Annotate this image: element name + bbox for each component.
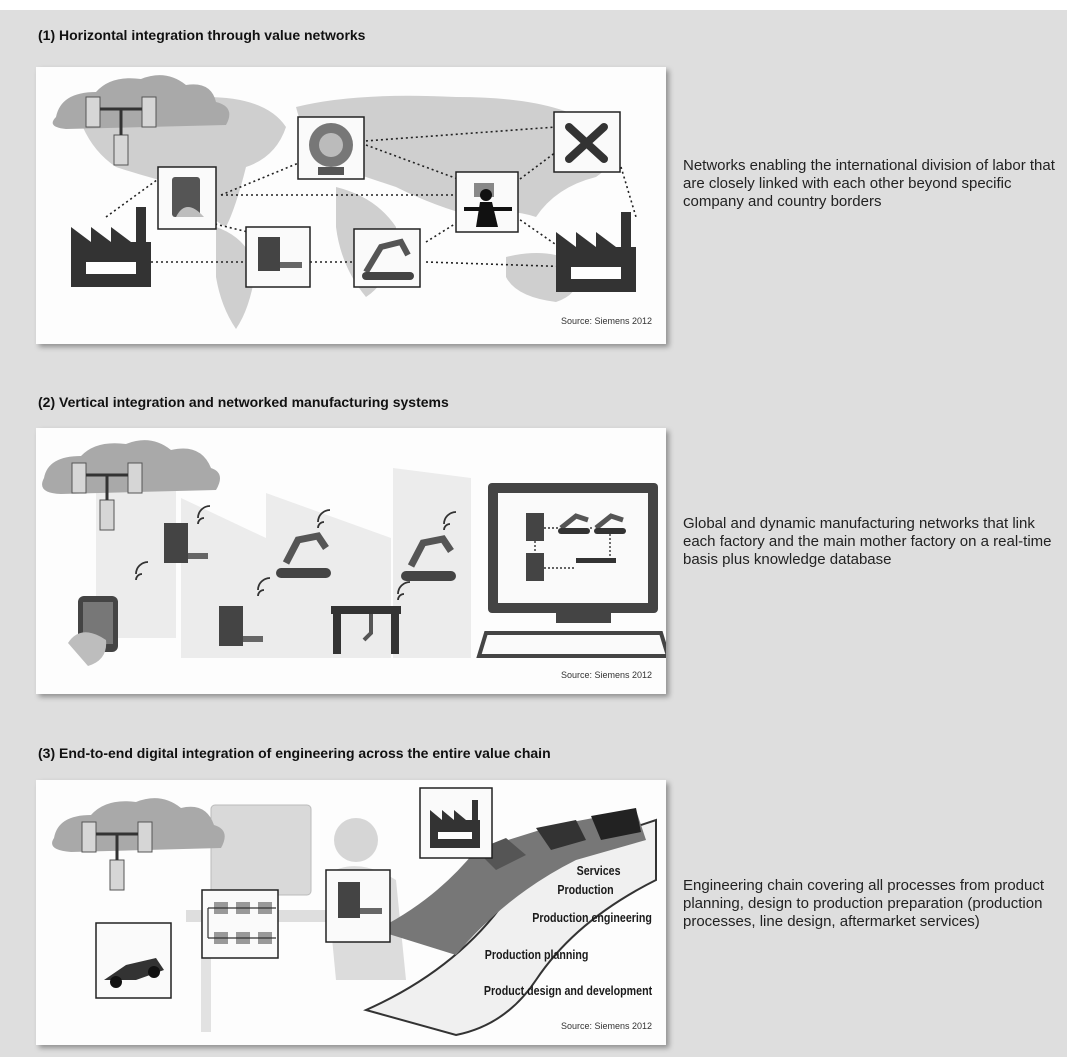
machine-icon (245, 226, 311, 288)
gear-icon (297, 116, 365, 180)
tablet-touch-icon (157, 166, 217, 230)
chain-label-production-engineering: Production engineering (532, 910, 652, 925)
section-2-heading: (2) Vertical integration and networked m… (38, 394, 449, 410)
section-2-panel: Source: Siemens 2012 (36, 428, 666, 694)
value-chain-ribbons (363, 808, 657, 1037)
monitor-icon (476, 483, 666, 658)
vertical-integration-diagram (42, 440, 666, 666)
section-2-description: Global and dynamic manufacturing network… (683, 515, 1052, 568)
end-to-end-integration-diagram (52, 787, 657, 1037)
horizontal-integration-diagram (52, 75, 637, 329)
section-2-source: Source: Siemens 2012 (560, 670, 652, 680)
tablet-touch-icon (68, 596, 118, 666)
computer-worker-icon (455, 171, 519, 233)
section-1-source: Source: Siemens 2012 (560, 316, 652, 326)
section-3-source: Source: Siemens 2012 (560, 1021, 652, 1031)
robot-arm-icon (401, 535, 456, 581)
figure-page: (1) Horizontal integration through value… (0, 10, 1067, 1057)
race-car-icon (95, 922, 172, 999)
chain-label-production: Production (557, 882, 614, 897)
tools-icon (553, 111, 621, 173)
chain-label-product-design: Product design and development (483, 983, 652, 998)
machine-icon (219, 606, 263, 646)
section-1-panel: Source: Siemens 2012 (36, 67, 666, 344)
section-3-description: Engineering chain covering all processes… (683, 877, 1045, 930)
wifi-icon (135, 505, 457, 601)
chain-label-services: Services (576, 863, 620, 878)
cloud-server-icon (52, 75, 230, 166)
factory-icon (71, 207, 151, 287)
machine-icon (164, 523, 208, 563)
robot-arm-icon (353, 228, 421, 288)
section-3-panel: Services Production Production engineeri… (36, 780, 666, 1045)
gantry-robot-icon (331, 606, 401, 654)
block-diagram-icon (201, 889, 279, 959)
cloud-server-icon (52, 798, 225, 891)
section-1-heading: (1) Horizontal integration through value… (38, 27, 366, 43)
cloud-server-icon (42, 440, 220, 531)
factory-icon (556, 212, 636, 292)
section-1-description: Networks enabling the international divi… (683, 157, 1055, 210)
robot-arm-icon (276, 532, 331, 578)
chain-label-production-planning: Production planning (484, 947, 588, 962)
machine-icon (325, 869, 391, 943)
factory-icon (419, 787, 493, 859)
section-3-heading: (3) End-to-end digital integration of en… (38, 745, 551, 761)
